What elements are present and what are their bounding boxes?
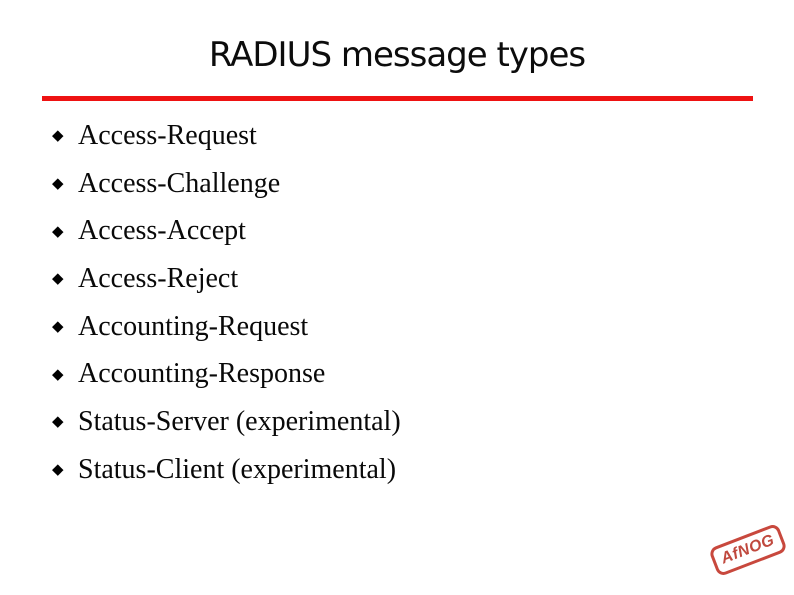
list-item: ◆ Status-Server (experimental)	[0, 398, 760, 446]
list-item-label: Access-Accept	[78, 215, 246, 247]
list-item: ◆ Status-Client (experimental)	[0, 446, 760, 494]
list-item: ◆ Access-Accept	[0, 207, 760, 255]
list-item-label: Accounting-Request	[78, 310, 309, 342]
diamond-bullet-icon: ◆	[52, 317, 64, 336]
list-item-label: Accounting-Response	[78, 358, 326, 390]
list-item-label: Access-Reject	[78, 262, 239, 294]
list-item-label: Status-Server (experimental)	[78, 405, 401, 437]
message-type-list: ◆ Access-Request ◆ Access-Challenge ◆ Ac…	[0, 112, 760, 494]
diamond-bullet-icon: ◆	[52, 126, 64, 145]
list-item: ◆ Access-Request	[0, 112, 760, 160]
diamond-bullet-icon: ◆	[52, 364, 64, 383]
list-item-label: Access-Challenge	[78, 167, 281, 199]
afnog-stamp-label: AfNOG	[718, 531, 777, 568]
list-item-label: Access-Request	[78, 119, 257, 151]
diamond-bullet-icon: ◆	[52, 412, 64, 431]
list-item-label: Status-Client (experimental)	[78, 453, 397, 485]
diamond-bullet-icon: ◆	[52, 174, 64, 193]
list-item: ◆ Accounting-Request	[0, 303, 760, 351]
list-item: ◆ Access-Reject	[0, 255, 760, 303]
list-item: ◆ Access-Challenge	[0, 160, 760, 208]
diamond-bullet-icon: ◆	[52, 221, 64, 240]
slide-title: RADIUS message types	[208, 35, 586, 75]
list-item: ◆ Accounting-Response	[0, 350, 760, 398]
diamond-bullet-icon: ◆	[52, 269, 64, 288]
afnog-stamp-logo: AfNOG	[708, 522, 788, 578]
diamond-bullet-icon: ◆	[52, 460, 64, 479]
title-underline-rule	[42, 96, 753, 101]
